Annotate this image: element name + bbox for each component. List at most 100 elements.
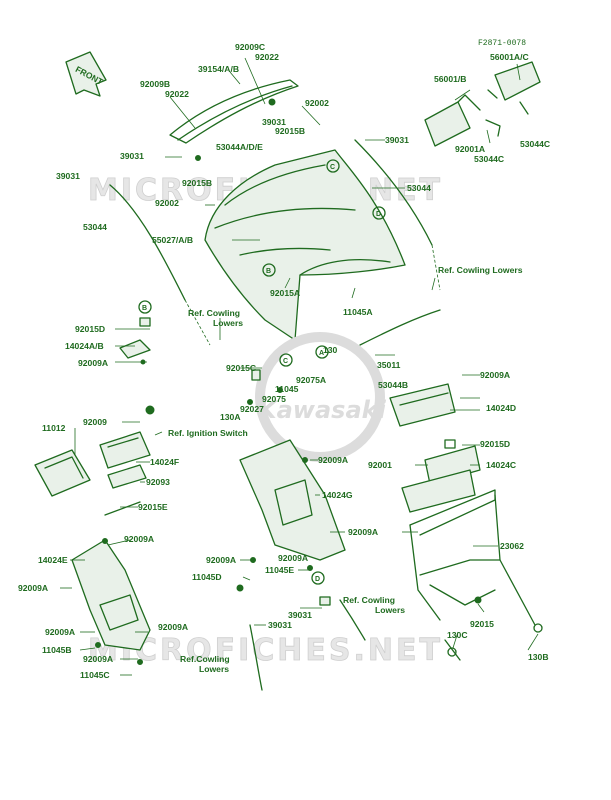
label-56001b: 56001/B bbox=[434, 74, 467, 84]
label-92009a-left-side: 92009A bbox=[18, 583, 48, 593]
label-130c: 130C bbox=[447, 630, 468, 640]
label-39031-bottom-b: 39031 bbox=[268, 620, 292, 630]
label-92015: 92015 bbox=[470, 619, 494, 629]
label-92009a-left-bottom: 92009A bbox=[83, 654, 113, 664]
label-55027ab: 55027/A/B bbox=[152, 235, 193, 245]
ref-cowling-lowers-right: Ref. Cowling Lowers bbox=[438, 265, 523, 275]
logo-text: Kawasaki bbox=[258, 396, 387, 424]
lower-braces bbox=[249, 596, 366, 691]
label-92027: 92027 bbox=[240, 404, 264, 414]
label-92015c: 92015C bbox=[226, 363, 256, 373]
label-92009a-center-left: 92009A bbox=[206, 555, 236, 565]
label-35011: 35011 bbox=[377, 360, 401, 370]
label-11045e: 11045E bbox=[265, 565, 294, 575]
label-92022-top: 92022 bbox=[255, 52, 279, 62]
label-92009b: 92009B bbox=[140, 79, 170, 89]
upper-cowling: C D B bbox=[204, 149, 406, 341]
label-92002-left: 92002 bbox=[155, 198, 179, 208]
inner-panel-left bbox=[71, 538, 151, 665]
label-11045b: 11045B bbox=[42, 645, 72, 655]
label-23062: 23062 bbox=[500, 541, 524, 551]
label-92001: 92001 bbox=[368, 460, 392, 470]
label-53044-right: 53044 bbox=[407, 183, 431, 193]
label-92022-left: 92022 bbox=[165, 89, 189, 99]
label-92009a-left-top: 92009A bbox=[78, 358, 108, 368]
label-56001ac: 56001A/C bbox=[490, 52, 529, 62]
label-92015d-left: 92015D bbox=[75, 324, 105, 334]
label-39031-center: 39031 bbox=[262, 117, 286, 127]
label-92009a-right-top: 92009A bbox=[480, 370, 510, 380]
reference-notes: Ref. Cowling Lowers Ref. Cowling Lowers … bbox=[168, 265, 523, 674]
label-92075: 92075 bbox=[262, 394, 286, 404]
stay-bracket bbox=[409, 489, 543, 661]
label-11045c: 11045C bbox=[80, 670, 110, 680]
label-130b: 130B bbox=[528, 652, 549, 662]
label-53044c-left: 53044C bbox=[474, 154, 504, 164]
callout-c-center: C bbox=[283, 358, 288, 365]
label-92009a-center-right: 92009A bbox=[348, 527, 378, 537]
ref-cowling-bottom-1: Ref.Cowling bbox=[180, 654, 230, 664]
label-53044-left: 53044 bbox=[83, 222, 107, 232]
windshield bbox=[169, 79, 299, 161]
label-14024d: 14024D bbox=[486, 403, 516, 413]
label-92015d-right: 92015D bbox=[480, 439, 510, 449]
label-11045d: 11045D bbox=[192, 572, 222, 582]
ref-cowling-center-2: Lowers bbox=[375, 605, 405, 615]
part-labels: 92009C 92022 92009B 92022 39154/A/B 9200… bbox=[18, 42, 550, 680]
label-11012: 11012 bbox=[42, 423, 66, 433]
watermark-bottom: MICROFICHES.NET bbox=[88, 633, 443, 668]
ref-cowling-bottom-2: Lowers bbox=[199, 664, 229, 674]
label-39031-left: 39031 bbox=[120, 151, 144, 161]
label-92015e: 92015E bbox=[138, 502, 168, 512]
ref-ignition-switch: Ref. Ignition Switch bbox=[168, 428, 248, 438]
label-92009a-left-mid: 92009A bbox=[124, 534, 154, 544]
label-92015a: 92015A bbox=[270, 288, 300, 298]
label-14024c: 14024C bbox=[486, 460, 516, 470]
diagram-code: F2871-0078 bbox=[478, 39, 526, 48]
leader-lines bbox=[60, 57, 539, 676]
label-92009a-center-top: 92009A bbox=[318, 455, 348, 465]
callout-d-top: D bbox=[376, 211, 381, 218]
label-39031-bottom-a: 39031 bbox=[288, 610, 312, 620]
label-53044b: 53044B bbox=[378, 380, 408, 390]
label-130: 130 bbox=[323, 345, 338, 355]
ref-cowling-left-1: Ref. Cowling bbox=[188, 308, 240, 318]
fasteners-center: C A bbox=[247, 345, 329, 405]
label-92015b-left: 92015B bbox=[182, 178, 212, 188]
ref-cowling-left-2: Lowers bbox=[213, 318, 243, 328]
callout-a-center: A bbox=[319, 350, 324, 357]
label-92009a-center-bottom: 92009A bbox=[278, 553, 308, 563]
label-92009a-left-lower: 92009A bbox=[45, 627, 75, 637]
inner-panel-right bbox=[389, 383, 481, 513]
label-53044c-right: 53044C bbox=[520, 139, 550, 149]
label-92015b-top: 92015B bbox=[275, 126, 305, 136]
label-14024e: 14024E bbox=[38, 555, 68, 565]
front-arrow-icon: FRONT bbox=[65, 51, 107, 97]
callout-b-left: B bbox=[142, 305, 147, 312]
label-11045a: 11045A bbox=[343, 307, 373, 317]
label-53044ade: 53044A/D/E bbox=[216, 142, 263, 152]
callout-b-cowl: B bbox=[266, 268, 271, 275]
label-11045: 11045 bbox=[275, 384, 299, 394]
label-92001a: 92001A bbox=[455, 144, 485, 154]
label-92075a: 92075A bbox=[296, 375, 326, 385]
label-14024g: 14024G bbox=[322, 490, 353, 500]
kawasaki-logo: Kawasaki bbox=[255, 332, 387, 462]
label-39154ab: 39154/A/B bbox=[198, 64, 239, 74]
label-130a: 130A bbox=[220, 412, 241, 422]
label-39031-right: 39031 bbox=[385, 135, 409, 145]
label-92009c: 92009C bbox=[235, 42, 265, 52]
callout-d-lower: D bbox=[315, 576, 320, 583]
label-92009a-left-lower-right: 92009A bbox=[158, 622, 188, 632]
label-92093: 92093 bbox=[146, 477, 170, 487]
side-braces bbox=[109, 139, 441, 346]
ref-cowling-center-1: Ref. Cowling bbox=[343, 595, 395, 605]
mirrors bbox=[424, 61, 541, 147]
inner-panel-center: D bbox=[236, 439, 346, 592]
label-92002-top: 92002 bbox=[305, 98, 329, 108]
label-14024f: 14024F bbox=[150, 457, 179, 467]
meter-trims-left bbox=[34, 405, 155, 516]
fasteners-left: B bbox=[119, 300, 152, 365]
callout-c-top: C bbox=[330, 164, 335, 171]
